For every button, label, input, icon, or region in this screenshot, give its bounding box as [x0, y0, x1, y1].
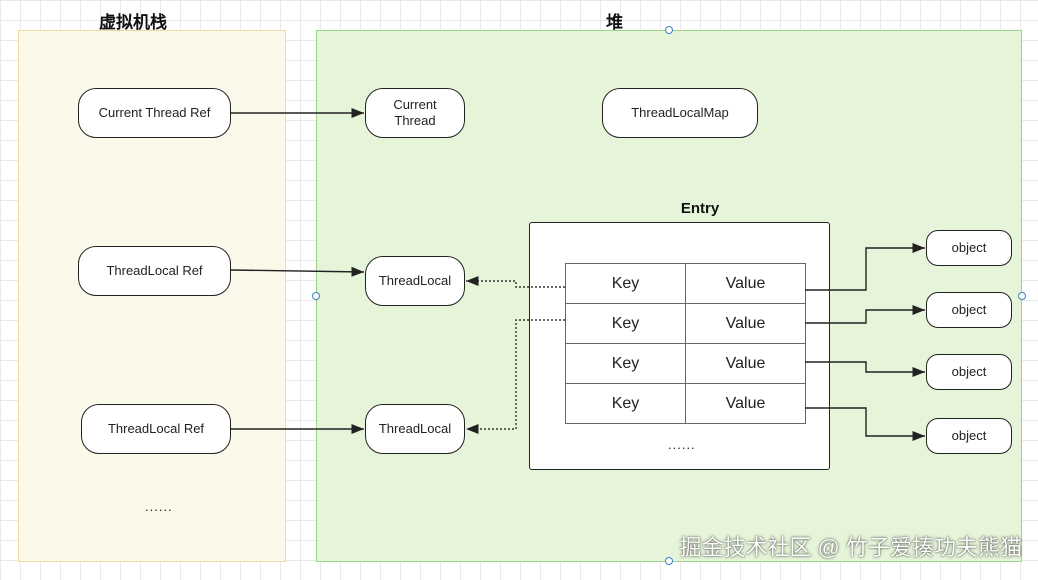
threadlocalmap-label: ThreadLocalMap [631, 104, 729, 120]
entry-row: Key Value [565, 263, 806, 304]
heap-title: 堆 [606, 13, 623, 32]
entry-row: Key Value [565, 303, 806, 344]
watermark-text: 掘金技术社区 @ 竹子爱揍功夫熊猫 [679, 535, 1022, 560]
weak-ref-key2-to-threadlocal2 [466, 319, 565, 435]
entry-title: Entry [680, 200, 720, 217]
object-node-4[interactable]: object [926, 418, 1012, 454]
resize-handle-left[interactable] [312, 292, 320, 300]
object-label: object [951, 239, 987, 255]
object-label: object [951, 427, 987, 443]
entry-value-cell[interactable]: Value [685, 263, 806, 304]
arrow-value-to-object-1 [805, 242, 925, 291]
threadlocal-label: ThreadLocal [378, 420, 452, 436]
entry-value-cell[interactable]: Value [685, 303, 806, 344]
current-thread-ref-label: Current Thread Ref [98, 104, 211, 120]
entry-table: Key Value Key Value Key Value Key Value [565, 263, 806, 424]
entry-row: Key Value [565, 343, 806, 384]
object-node-3[interactable]: object [926, 354, 1012, 390]
current-thread-label: Current Thread [393, 96, 437, 128]
current-thread-node[interactable]: Current Thread [365, 88, 465, 138]
object-node-1[interactable]: object [926, 230, 1012, 266]
threadlocal-node-1[interactable]: ThreadLocal [365, 256, 465, 306]
current-thread-ref-node[interactable]: Current Thread Ref [78, 88, 231, 138]
entry-row: Key Value [565, 383, 806, 424]
resize-handle-top[interactable] [665, 26, 673, 34]
arrow-value-to-object-4 [805, 407, 925, 442]
resize-handle-right[interactable] [1018, 292, 1026, 300]
weak-ref-key1-to-threadlocal1 [466, 275, 565, 288]
threadlocal-label: ThreadLocal [378, 272, 452, 288]
object-node-2[interactable]: object [926, 292, 1012, 328]
entry-value-cell[interactable]: Value [685, 383, 806, 424]
entry-value-cell[interactable]: Value [685, 343, 806, 384]
jvm-stack-title: 虚拟机栈 [99, 13, 167, 32]
stack-more-ellipsis: ...... [145, 499, 173, 514]
arrow-value-to-object-2 [805, 304, 925, 324]
threadlocal-ref-node-1[interactable]: ThreadLocal Ref [78, 246, 231, 296]
resize-handle-bottom[interactable] [665, 557, 673, 565]
threadlocal-ref-label: ThreadLocal Ref [106, 262, 203, 278]
arrow-threadlocalref1-to-threadlocal1 [229, 266, 365, 277]
object-label: object [951, 363, 987, 379]
entry-key-cell[interactable]: Key [565, 303, 686, 344]
threadlocal-node-2[interactable]: ThreadLocal [365, 404, 465, 454]
threadlocal-ref-node-2[interactable]: ThreadLocal Ref [81, 404, 231, 454]
object-label: object [951, 301, 987, 317]
arrow-value-to-object-3 [805, 361, 925, 378]
threadlocal-ref-label: ThreadLocal Ref [107, 420, 205, 436]
entry-more-ellipsis: ...... [668, 437, 696, 452]
entry-key-cell[interactable]: Key [565, 263, 686, 304]
threadlocalmap-node[interactable]: ThreadLocalMap [602, 88, 758, 138]
